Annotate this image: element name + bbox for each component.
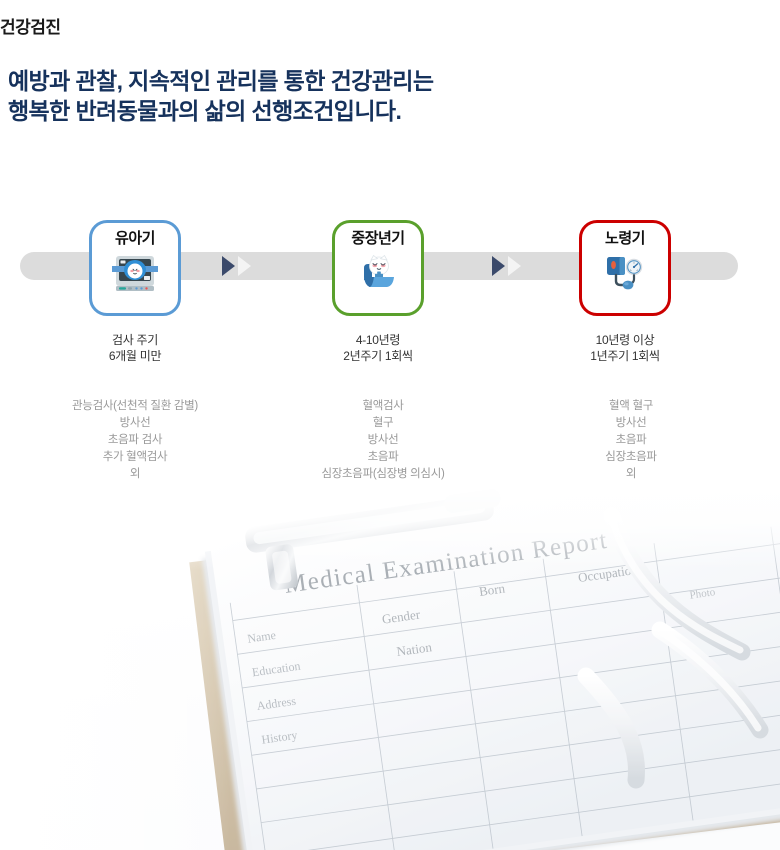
svg-text:Name: Name: [246, 628, 276, 646]
medical-examination-photo: Medical Examination Report Gender Born O…: [0, 480, 780, 850]
stage-card-middle-age[interactable]: 중장년기: [332, 220, 424, 316]
list-item: 혈구: [372, 417, 394, 429]
timeline-stage-infancy[interactable]: 유아기: [55, 200, 215, 364]
arrow-triangle-outline-icon: [238, 256, 251, 276]
ultrasound-monitor-icon: [112, 252, 158, 294]
arrow-triangle-filled-icon: [222, 256, 235, 276]
pet-bath-checkup-icon: [355, 252, 401, 294]
stage-meta: 4-10년령 2년주기 1회씩: [343, 333, 413, 363]
svg-text:Nation: Nation: [396, 639, 434, 659]
svg-text:History: History: [261, 728, 299, 747]
list-item: 방사선: [615, 417, 647, 429]
svg-text:Education: Education: [251, 659, 301, 680]
svg-text:Address: Address: [256, 694, 297, 713]
list-item: 초음파: [615, 434, 647, 446]
list-item: 초음파: [367, 451, 399, 463]
arrow-triangle-outline-icon: [508, 256, 521, 276]
timeline-stage-senior[interactable]: 노령기: [545, 200, 705, 364]
lifecycle-timeline: 유아기: [0, 200, 780, 390]
list-item: 혈액 혈구: [608, 400, 653, 412]
blood-pressure-monitor-icon: [602, 252, 648, 294]
list-item: 외: [129, 468, 141, 480]
page-title: 건강검진: [0, 18, 61, 37]
stage-label: 유아기: [115, 230, 155, 247]
list-item: 심장초음파(심장병 의심시): [321, 468, 445, 480]
svg-text:Photo: Photo: [689, 586, 717, 602]
test-list-senior: 혈액 혈구 방사선 초음파 심장초음파 외: [516, 398, 746, 483]
test-list-infancy: 관능검사(선천적 질환 감별) 방사선 초음파 검사 추가 혈액검사 외: [20, 398, 250, 483]
list-item: 심장초음파: [605, 451, 657, 463]
timeline-stage-middle-age[interactable]: 중장년기: [298, 200, 458, 364]
stage-card-infancy[interactable]: 유아기: [89, 220, 181, 316]
headline-text: 예방과 관찰, 지속적인 관리를 통한 건강관리는 행복한 반려동물과의 삶의 …: [8, 68, 434, 124]
svg-text:Born: Born: [478, 580, 506, 599]
arrow-triangle-filled-icon: [492, 256, 505, 276]
list-item: 방사선: [119, 417, 151, 429]
svg-text:Gender: Gender: [381, 606, 422, 626]
stage-meta: 10년령 이상 1년주기 1회씩: [590, 333, 660, 363]
stage-label: 노령기: [605, 230, 645, 247]
stage-label: 중장년기: [351, 230, 405, 247]
test-list-middle-age: 혈액검사 혈구 방사선 초음파 심장초음파(심장병 의심시) 외: [268, 398, 498, 500]
list-item: 외: [625, 468, 637, 480]
list-item: 초음파 검사: [107, 434, 163, 446]
list-item: 방사선: [367, 434, 399, 446]
list-item: 혈액검사: [362, 400, 404, 412]
arrow-stage2-to-stage3: [492, 256, 532, 276]
list-item: 관능검사(선천적 질환 감별): [72, 400, 198, 412]
list-item: 추가 혈액검사: [102, 451, 168, 463]
arrow-stage1-to-stage2: [222, 256, 262, 276]
stage-meta: 검사 주기 6개월 미만: [108, 333, 162, 363]
stage-card-senior[interactable]: 노령기: [579, 220, 671, 316]
